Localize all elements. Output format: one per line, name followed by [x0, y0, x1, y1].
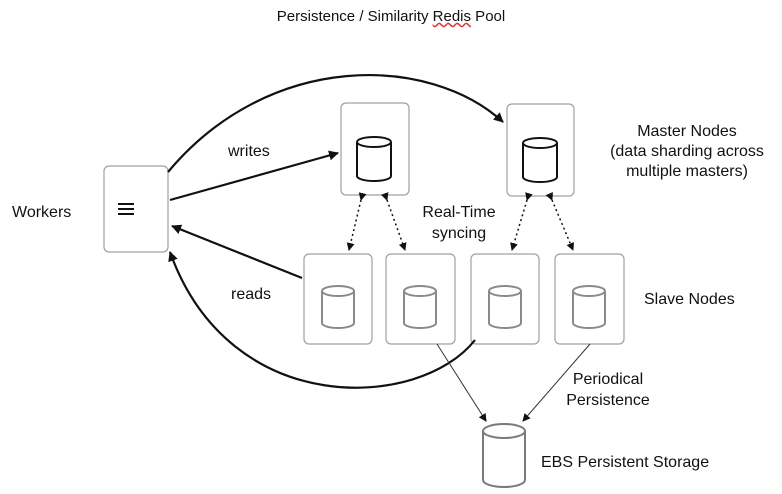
slave-database-icon-1 [321, 285, 355, 329]
writes-arrow [169, 150, 339, 202]
reads-curve-arrow [168, 251, 476, 389]
sync-arrow-1 [346, 192, 367, 251]
persist-arrow-2 [522, 343, 591, 422]
realtime-sync-arrows [346, 191, 574, 251]
master-nodes-label-line1: Master Nodes [637, 123, 737, 140]
slave-database-icon-2 [403, 285, 437, 329]
realtime-label-line2: syncing [431, 225, 487, 242]
periodical-label-line2: Persistence [566, 392, 650, 409]
workers-box [103, 165, 169, 253]
reads-label: reads [231, 286, 272, 303]
slave-database-icon-3 [488, 285, 522, 329]
title-suffix: Pool [471, 8, 506, 25]
workers-label: Workers [12, 204, 72, 221]
writes-curve-arrow [167, 74, 504, 173]
slave-database-icon-4 [572, 285, 606, 329]
reads-arrow [171, 224, 303, 280]
ebs-storage-database-icon [482, 423, 526, 488]
realtime-label-line1: Real-Time [422, 204, 496, 221]
writes-label: writes [228, 143, 270, 160]
hamburger-menu-icon [118, 203, 134, 215]
master-nodes-label-line3: multiple masters) [626, 163, 748, 180]
periodical-label-line1: Periodical [572, 371, 644, 388]
master-database-icon-2 [522, 137, 558, 183]
ebs-storage-label: EBS Persistent Storage [541, 454, 710, 471]
diagram-title: Persistence / Similarity Redis Pool [0, 7, 782, 27]
slave-nodes-label: Slave Nodes [644, 291, 735, 308]
master-nodes-label-line2: (data sharding across [610, 143, 764, 160]
title-redis: Redis [432, 8, 472, 25]
master-database-icon-1 [356, 136, 392, 182]
sync-arrow-4 [545, 191, 574, 251]
persist-arrow-1 [436, 343, 487, 422]
periodical-persistence-arrows [436, 343, 591, 422]
title-prefix: Persistence / Similarity [276, 8, 433, 25]
sync-arrow-3 [510, 192, 533, 251]
sync-arrow-2 [380, 192, 407, 251]
